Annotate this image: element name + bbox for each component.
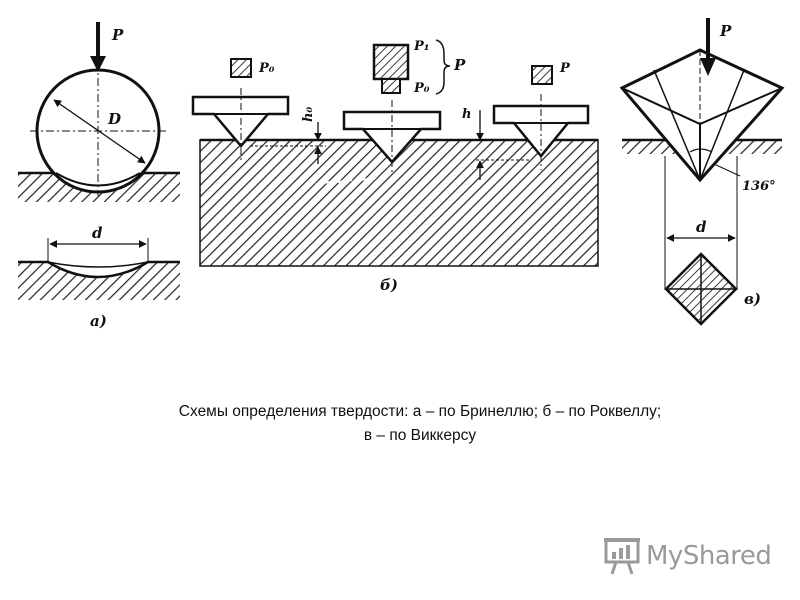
vickers-pyramid [619, 48, 785, 183]
logo-text: MyShared [646, 541, 772, 571]
vickers-scheme: 136° P d в) [619, 18, 785, 326]
vickers-angle-label: 136° [742, 179, 776, 194]
rockwell-h0-dimension: h₀ [250, 107, 326, 164]
rockwell-p1-label: P₁ [413, 39, 429, 54]
rockwell-specimen [200, 140, 598, 266]
brinell-force-label: P [111, 26, 124, 44]
rockwell-indenter-unloaded: P [492, 61, 590, 170]
brinell-caption-label: а) [90, 312, 107, 330]
brinell-diameter-label: D [107, 110, 121, 128]
rockwell-p-right-label: P [559, 61, 571, 76]
rockwell-caption-label: б) [380, 276, 398, 294]
figure-caption-line2: в – по Виккерсу [363, 427, 477, 444]
rockwell-scheme: P₀ P₁ P₀ P P [191, 39, 599, 294]
rockwell-p-total-label: P [453, 56, 466, 74]
figure-caption: Схемы определения твердости: а – по Брин… [60, 400, 780, 448]
vickers-force-label: P [719, 22, 732, 40]
rockwell-h-dimension: h [462, 107, 530, 180]
rockwell-h0-label: h₀ [301, 107, 316, 122]
brinell-imprint-section [18, 262, 180, 300]
rockwell-p0-left-label: P₀ [258, 61, 275, 76]
brinell-diameter-dimension [53, 99, 146, 164]
myshared-logo: MyShared [604, 536, 772, 576]
brinell-scheme: D P d а) [18, 22, 180, 330]
rockwell-indenter-preload: P₀ [191, 58, 290, 160]
presentation-board-icon [604, 538, 640, 575]
rockwell-p0-mid-label: P₀ [413, 81, 430, 96]
figure-caption-line1: Схемы определения твердости: а – по Брин… [178, 403, 662, 420]
rockwell-indenter-fullload: P₁ P₀ P [342, 39, 466, 172]
rockwell-h-label: h [462, 107, 471, 122]
vickers-caption-label: в) [744, 290, 761, 308]
vickers-diagonal-label: d [696, 218, 707, 236]
brinell-imprint-label: d [92, 224, 103, 242]
